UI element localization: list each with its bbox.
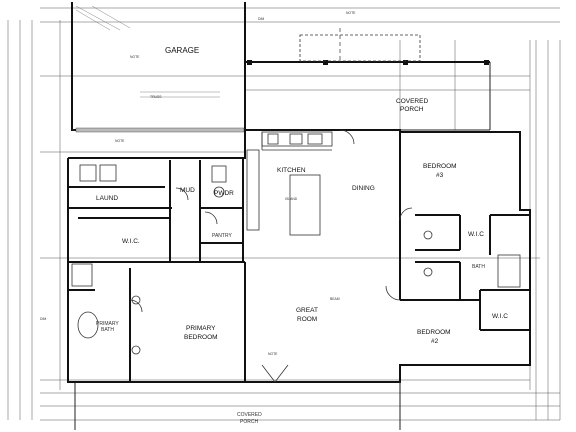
covered-porch-top	[245, 28, 491, 131]
label-mud: MUD	[180, 187, 195, 194]
label-laund: LAUND	[96, 195, 118, 202]
label-bedroom-2-2: #2	[431, 338, 439, 345]
label-bedroom-2-1: BEDROOM	[417, 329, 451, 336]
label-covered-porch-bottom-1: COVERED	[237, 412, 262, 418]
interior-walls	[68, 132, 530, 382]
label-great-room-2: ROOM	[297, 316, 317, 323]
label-covered-porch-top-2: PORCH	[400, 106, 424, 113]
svg-text:ISLAND: ISLAND	[285, 197, 298, 201]
dimension-lines	[7, 7, 561, 421]
label-bedroom-3-2: #3	[436, 172, 444, 179]
label-bedroom-3-1: BEDROOM	[423, 163, 457, 170]
svg-text:DIM: DIM	[40, 317, 46, 321]
label-dining: DINING	[352, 185, 375, 192]
svg-text:TRUSS: TRUSS	[150, 95, 162, 99]
kitchen-fixtures	[246, 131, 333, 236]
label-great-room-1: GREAT	[296, 307, 318, 314]
svg-text:NOTE: NOTE	[346, 11, 356, 15]
room-labels: GARAGE COVERED PORCH KITCHEN DINING BEDR…	[96, 46, 508, 425]
label-covered-porch-bottom-2: PORCH	[240, 419, 258, 425]
svg-text:DIM: DIM	[258, 17, 264, 21]
label-covered-porch-top-1: COVERED	[396, 98, 428, 105]
label-wic-right-bottom: W.I.C	[492, 313, 508, 320]
svg-text:BEAM: BEAM	[330, 297, 340, 301]
garage-area	[71, 2, 246, 133]
label-primary-bath-2: BATH	[101, 327, 114, 333]
label-garage: GARAGE	[165, 46, 199, 55]
label-primary-bedroom-1: PRIMARY	[186, 325, 216, 332]
annotations: NOTE TRUSS DIM NOTE ISLAND BEAM NOTE DIM…	[40, 11, 356, 356]
label-primary-bedroom-2: BEDROOM	[184, 334, 218, 341]
label-bath-right: BATH	[472, 264, 485, 270]
label-primary-bath-1: PRIMARY	[96, 321, 119, 327]
svg-text:NOTE: NOTE	[115, 139, 125, 143]
bath-fixtures	[71, 164, 521, 355]
svg-text:NOTE: NOTE	[268, 352, 278, 356]
label-pwdr: PWDR	[214, 190, 234, 197]
doors	[129, 129, 413, 383]
house-outline	[67, 129, 531, 430]
label-kitchen: KITCHEN	[277, 167, 306, 174]
label-wic-right-top: W.I.C	[468, 231, 484, 238]
label-wic-primary: W.I.C.	[122, 238, 140, 245]
svg-text:NOTE: NOTE	[130, 55, 140, 59]
label-pantry: PANTRY	[212, 233, 232, 239]
